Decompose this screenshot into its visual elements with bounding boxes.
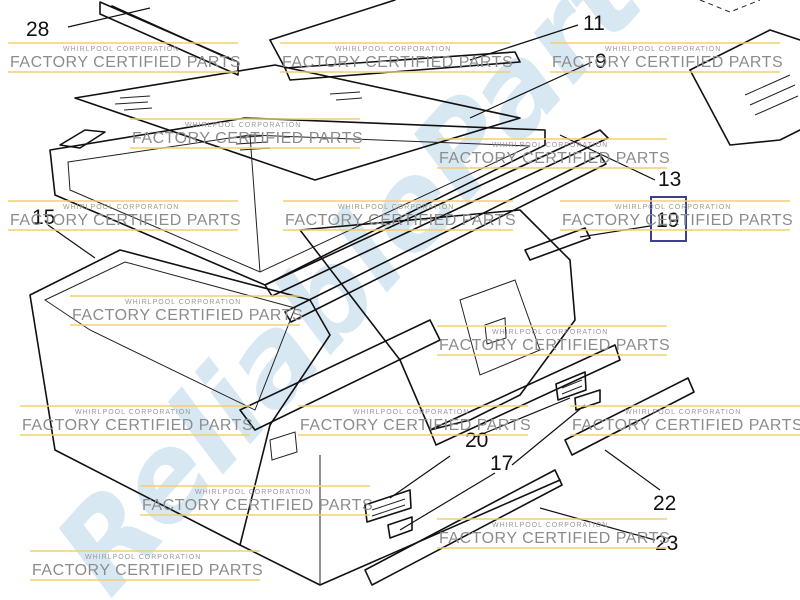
watermark-corp-text: WHIRLPOOL CORPORATION xyxy=(335,46,451,53)
crisper-drawer-right xyxy=(299,209,621,446)
watermark-corp-text: WHIRLPOOL CORPORATION xyxy=(63,204,179,211)
watermark-corp-text: WHIRLPOOL CORPORATION xyxy=(492,522,608,529)
watermark-corp-text: WHIRLPOOL CORPORATION xyxy=(353,409,469,416)
watermark-label-text: FACTORY CERTIFIED PARTS xyxy=(300,417,531,434)
callout-9: 9 xyxy=(595,50,607,73)
glass-insert-9 xyxy=(74,64,521,181)
callout-11: 11 xyxy=(583,12,605,35)
watermark-corp-text: WHIRLPOOL CORPORATION xyxy=(75,409,191,416)
watermark-corp-text: WHIRLPOOL CORPORATION xyxy=(63,46,179,53)
leader-lines xyxy=(47,7,661,541)
watermark-corp-text: WHIRLPOOL CORPORATION xyxy=(85,554,201,561)
watermark-label-text: FACTORY CERTIFIED PARTS xyxy=(282,54,513,71)
callout-15: 15 xyxy=(32,206,55,229)
callout-22: 22 xyxy=(653,492,676,515)
watermark-label-text: FACTORY CERTIFIED PARTS xyxy=(552,54,783,71)
shelf-frame-11 xyxy=(269,0,521,81)
callout-13: 13 xyxy=(658,168,681,191)
watermark-label-text: FACTORY CERTIFIED PARTS xyxy=(10,54,241,71)
callout-28: 28 xyxy=(26,18,49,41)
drawer-bottom-outline xyxy=(239,455,561,586)
clip-part-17-lower xyxy=(387,516,413,539)
watermark-label-text: FACTORY CERTIFIED PARTS xyxy=(562,212,793,229)
watermark-label-text: FACTORY CERTIFIED PARTS xyxy=(10,212,241,229)
watermark-label-text: FACTORY CERTIFIED PARTS xyxy=(439,150,670,167)
watermark-label-text: FACTORY CERTIFIED PARTS xyxy=(72,307,303,324)
drawer-handle-23 xyxy=(364,469,563,586)
clip-part-20-upper xyxy=(555,371,587,401)
watermark-label-text: FACTORY CERTIFIED PARTS xyxy=(32,562,263,579)
callout-19: 19 xyxy=(656,209,679,232)
callout-17: 17 xyxy=(490,452,513,475)
watermark-corp-text: WHIRLPOOL CORPORATION xyxy=(338,204,454,211)
watermark-label-text: FACTORY CERTIFIED PARTS xyxy=(439,337,670,354)
watermark-corp-text: WHIRLPOOL CORPORATION xyxy=(185,122,301,129)
watermark-label-text: FACTORY CERTIFIED PARTS xyxy=(572,417,800,434)
callout-19-highlight-box xyxy=(650,196,687,242)
watermark-label-text: FACTORY CERTIFIED PARTS xyxy=(142,497,373,514)
drawer-handle-22 xyxy=(564,377,695,456)
trim-part-19 xyxy=(524,227,591,261)
partial-part-top-right xyxy=(689,0,800,146)
watermark-corp-text: WHIRLPOOL CORPORATION xyxy=(615,204,731,211)
watermark-corp-text: WHIRLPOOL CORPORATION xyxy=(492,329,608,336)
watermark-corp-text: WHIRLPOOL CORPORATION xyxy=(605,46,721,53)
watermark-label-text: FACTORY CERTIFIED PARTS xyxy=(439,530,670,547)
watermark-corp-text: WHIRLPOOL CORPORATION xyxy=(492,142,608,149)
watermark-label-text: FACTORY CERTIFIED PARTS xyxy=(285,212,516,229)
watermark-corp-text: WHIRLPOOL CORPORATION xyxy=(125,299,241,306)
watermark-label-text: FACTORY CERTIFIED PARTS xyxy=(132,130,363,147)
callout-23: 23 xyxy=(655,532,678,555)
watermark-label-text: FACTORY CERTIFIED PARTS xyxy=(22,417,253,434)
watermark-corp-text: WHIRLPOOL CORPORATION xyxy=(625,409,741,416)
watermark-corp-text: WHIRLPOOL CORPORATION xyxy=(195,489,311,496)
